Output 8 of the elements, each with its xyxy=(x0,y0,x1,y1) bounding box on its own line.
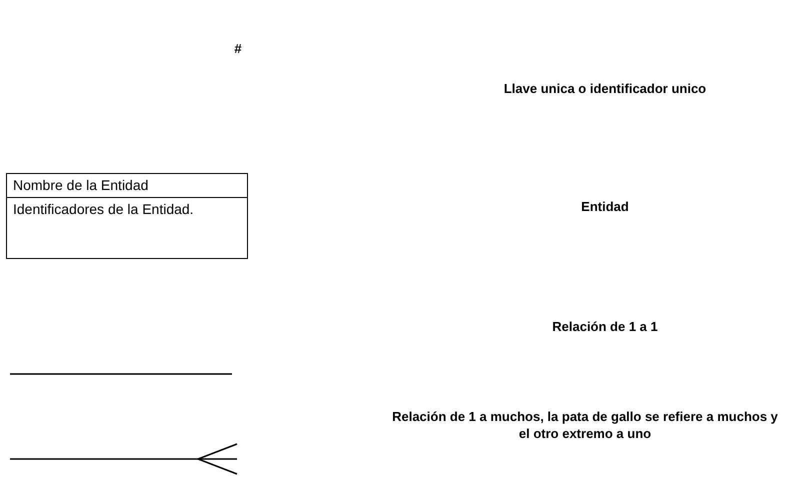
entity-box xyxy=(6,173,248,259)
description-text: Relación de 1 a muchos, la pata de gallo se refiere a muchos y el otro extremo a uno xyxy=(391,408,779,442)
entity-attributes-text: Identificadores de la Entidad. xyxy=(7,197,247,221)
description-text: Entidad xyxy=(580,198,630,215)
description-text: Llave unica o identificador unico xyxy=(502,80,708,97)
entity-name-text: Nombre de la Entidad xyxy=(12,176,150,195)
description-text: Relación de 1 a 1 xyxy=(551,318,659,335)
hash-symbol: # xyxy=(233,40,243,57)
